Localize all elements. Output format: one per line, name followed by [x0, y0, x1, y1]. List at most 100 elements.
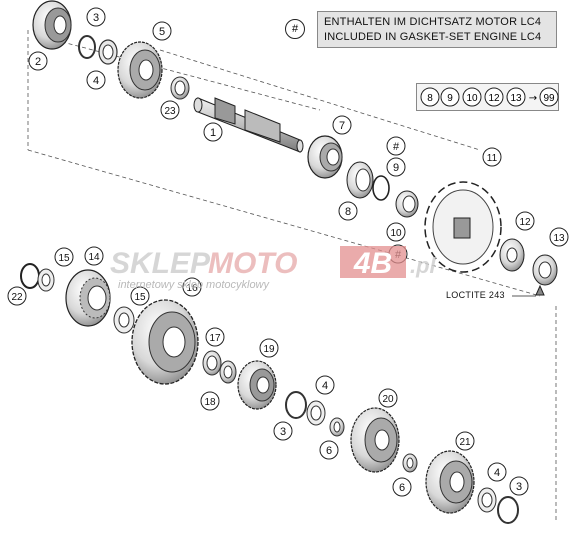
bushing-23	[170, 76, 190, 100]
callout-c18: 18	[200, 391, 220, 411]
callout-number: 9	[393, 162, 399, 174]
callout-number: 21	[459, 437, 471, 448]
washer-15-left	[37, 268, 55, 292]
callout-number: 17	[209, 333, 221, 344]
o-ring-9	[372, 175, 390, 201]
gasket-set-item: 13	[506, 87, 526, 107]
callout-circle	[386, 136, 406, 156]
callout-c23: 23	[160, 100, 180, 120]
svg-text:13: 13	[510, 93, 522, 104]
callout-c4c: 4	[487, 462, 507, 482]
watermark-tagline: internetowy sklep motocyklowy	[118, 279, 271, 291]
callout-number: 3	[516, 481, 522, 493]
ring-3-lower	[497, 496, 519, 524]
callout-circle	[205, 327, 225, 347]
watermark-brand-tld: .pl	[410, 253, 437, 278]
callout-number: 22	[11, 292, 23, 303]
gear-19	[237, 360, 277, 410]
callout-number: 19	[263, 344, 275, 355]
callout-number: 8	[345, 206, 351, 218]
gasket-set-arrow: →	[529, 93, 537, 104]
callout-c2: 2	[28, 51, 48, 71]
gasket-set-items: 8 9 10 12 13 →99	[420, 87, 559, 107]
callout-number: 7	[339, 120, 345, 132]
callout-c21: 21	[455, 431, 475, 451]
callout-circle	[203, 122, 223, 142]
callout-number: 4	[322, 380, 328, 392]
legend-line-german: ENTHALTEN IM DICHTSATZ MOTOR LC4	[324, 16, 542, 28]
main-shaft-1	[193, 97, 304, 153]
washer-4-middle	[306, 400, 326, 426]
bushing-17	[202, 350, 222, 376]
callout-c3c: 3	[509, 476, 529, 496]
callout-c10: 10	[386, 222, 406, 242]
bushing-6-lower	[402, 453, 418, 473]
callout-circle	[86, 70, 106, 90]
callout-c13: 13	[549, 227, 569, 247]
svg-text:8: 8	[427, 93, 433, 104]
loctite-label: LOCTITE 243	[446, 290, 505, 300]
legend-hash-symbol: #	[285, 19, 305, 39]
callout-c7: 7	[332, 115, 352, 135]
watermark-box	[340, 246, 406, 278]
callout-number: 16	[186, 283, 198, 294]
callout-circle	[28, 51, 48, 71]
gear-2	[32, 0, 72, 50]
callout-c3b: 3	[273, 421, 293, 441]
callout-number: 2	[35, 56, 41, 68]
callout-c8: 8	[338, 201, 358, 221]
callout-c17: 17	[205, 327, 225, 347]
bushing-6-middle	[329, 417, 345, 437]
callout-circle	[84, 246, 104, 266]
callout-number: 11	[487, 153, 498, 164]
gasket-set-item: 8	[420, 87, 440, 107]
gasket-set-item: 9	[440, 87, 460, 107]
gear-21	[425, 450, 475, 514]
sprocket-11	[424, 181, 502, 273]
ring-3-upper	[78, 35, 96, 59]
callout-circle	[487, 462, 507, 482]
callout-number: 18	[204, 397, 216, 408]
callout-number: 3	[93, 12, 99, 24]
callout-number: #	[393, 141, 400, 153]
svg-text:9: 9	[447, 93, 453, 104]
callout-c19: 19	[259, 338, 279, 358]
callout-c9: 9	[386, 157, 406, 177]
callout-c1: 1	[203, 122, 223, 142]
callout-c15b: 15	[130, 286, 150, 306]
callout-c5: 5	[152, 21, 172, 41]
gear-5	[117, 41, 163, 99]
callout-circle	[378, 388, 398, 408]
svg-text:10: 10	[466, 93, 478, 104]
callout-circle	[200, 391, 220, 411]
callout-c3a: 3	[86, 7, 106, 27]
callout-circle	[130, 286, 150, 306]
callout-number: 6	[326, 445, 332, 457]
ring-3-middle	[285, 391, 307, 419]
callout-circle	[386, 157, 406, 177]
gasket-set-item: 12	[484, 87, 504, 107]
washer-15-right	[113, 306, 135, 334]
gasket-set-target: 99	[539, 87, 559, 107]
callout-circle	[7, 286, 27, 306]
callout-number: 14	[88, 252, 100, 263]
washer-4-lower	[477, 487, 497, 513]
callout-number: 1	[210, 127, 216, 139]
callout-circle	[182, 277, 202, 297]
legend-box: ENTHALTEN IM DICHTSATZ MOTOR LC4 INCLUDE…	[317, 11, 557, 48]
callout-circle	[319, 440, 339, 460]
callout-circle	[386, 222, 406, 242]
callout-c16: 16	[182, 277, 202, 297]
callout-circle	[549, 227, 569, 247]
callout-circle	[152, 21, 172, 41]
callout-number: 4	[93, 75, 99, 87]
callout-number: 15	[134, 292, 146, 303]
lock-washer-12	[499, 238, 525, 272]
callout-number: 4	[494, 467, 500, 479]
callout-circle	[273, 421, 293, 441]
spacer-10	[395, 190, 419, 218]
callout-circle	[332, 115, 352, 135]
